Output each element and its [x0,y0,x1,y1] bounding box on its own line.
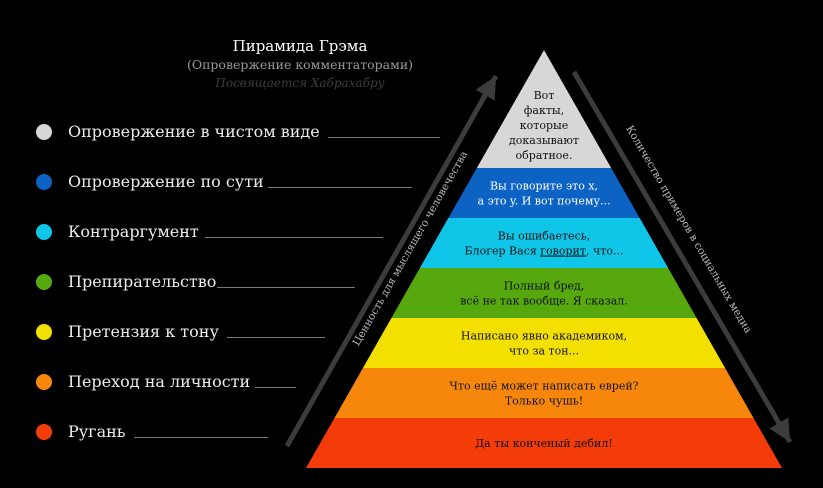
pyramid-level [419,218,669,268]
pyramid-level [391,268,697,318]
pyramid-level [476,50,612,168]
pyramid-level-text: Блогер Вася говорит, что... [465,245,624,258]
diagram-title: Пирамида Грэма [232,37,368,55]
pyramid-level-text: что за тон... [509,345,579,358]
legend-label: Опровержение в чистом виде [68,122,320,141]
arrow-head [769,417,790,442]
legend-label: Контраргумент [68,222,199,241]
legend-connector-line [227,337,325,338]
legend-label: Претензия к тону [68,322,219,341]
pyramid-level-text: а это y. И вот почему... [478,195,611,208]
linked-word: говорит [540,245,586,258]
legend-connector-line [328,137,440,138]
pyramid-level-text: которые [520,119,569,132]
legend-color-dot [36,324,52,340]
pyramid-level [362,318,726,368]
legend-label: Опровержение по сути [68,172,264,191]
arrow-shaft [571,70,793,444]
legend-color-dot [36,224,52,240]
pyramid-level-text: Полный бред, [504,280,585,293]
pyramid-level [334,368,754,418]
arrow-shaft [284,74,499,448]
dedication-text: Посвящается Хабрахабру [215,76,385,90]
left-arrow [284,74,499,448]
pyramid-level-text: Что ещё может написать еврей? [449,380,638,393]
legend-connector-line [134,437,268,438]
legend-connector-line [268,187,412,188]
legend-connector-line [205,237,383,238]
legend-color-dot [36,124,52,140]
pyramid-level-text: Вы говорите это x, [490,180,598,193]
pyramid-level-text: Вы ошибаетесь, [498,230,590,243]
pyramid-level-text: всё не так вообще. Я сказал. [460,295,628,308]
legend-color-dot [36,374,52,390]
pyramid-level-text: Только чушь! [505,395,583,408]
pyramid-level-text: обратное. [516,149,573,162]
pyramid-level-text: доказывают [509,134,579,147]
pyramid-level-text: Написано явно академиком, [461,330,627,343]
legend-label: Переход на личности [68,372,251,391]
legend-label: Препирательство [68,272,217,291]
pyramid-level-text: Да ты конченый дебил! [475,437,613,450]
pyramid-level-text: Вот [534,89,555,102]
pyramid-level [448,168,640,218]
arrow-head [475,76,496,101]
pyramid-level-text: факты, [524,104,564,117]
legend-label: Ругань [68,422,126,441]
legend-color-dot [36,424,52,440]
diagram-subtitle: (Опровержение комментаторами) [186,57,414,72]
legend-connector-line [217,287,355,288]
legend-color-dot [36,274,52,290]
legend-color-dot [36,174,52,190]
legend-connector-line [255,387,296,388]
pyramid-level [306,418,782,468]
right-arrow [571,70,793,444]
